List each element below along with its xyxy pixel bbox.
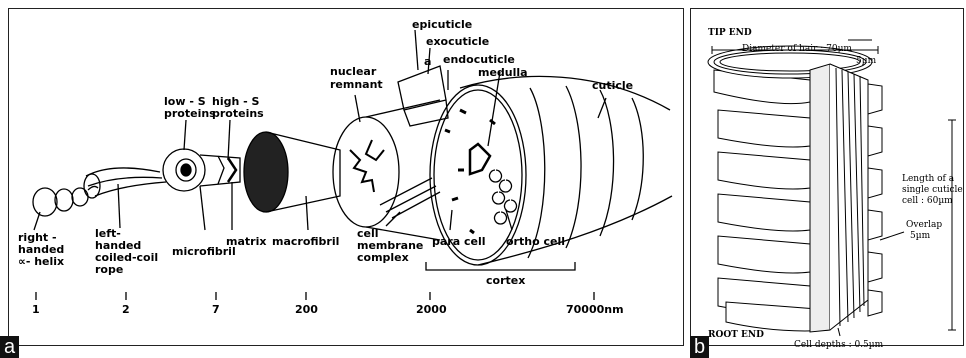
cuticle-scales: [528, 86, 643, 258]
label-highs-1: high - S: [212, 96, 259, 107]
overlap-leader: [880, 232, 904, 240]
label-right-handed-2: handed: [18, 244, 64, 255]
helix-coil-3: [72, 188, 88, 206]
rope-end: [84, 174, 100, 198]
helix-coil-2: [55, 189, 73, 211]
label-lows-2: proteins: [164, 108, 216, 119]
leader-epicuticle: [415, 30, 418, 70]
leader-macrofibril: [306, 196, 308, 230]
label-tip-end: TIP END: [708, 28, 752, 38]
cortex-bracket: [426, 262, 575, 270]
panel-letter-a: a: [0, 336, 19, 358]
scale-label-70000nm: 70000nm: [566, 304, 624, 315]
label-exocuticle: exocuticle: [426, 36, 489, 47]
label-medulla: medulla: [478, 67, 528, 78]
length-arrow: [948, 120, 956, 330]
helix-tail: [88, 186, 98, 190]
scale-4: [718, 194, 810, 231]
ortho-cells: [490, 170, 517, 224]
label-cuticle: cuticle: [592, 80, 633, 91]
leader-cmc: [386, 212, 400, 226]
label-nuclear-remnant-1: nuclear: [330, 66, 376, 77]
label-diameter: Diameter of hair : 70µm: [742, 44, 852, 54]
cuticle-layers-cutaway: [398, 66, 448, 126]
label-epicuticle: epicuticle: [412, 19, 472, 30]
label-ortho-cell: ortho cell: [506, 236, 565, 247]
leader-microfibril: [200, 186, 205, 230]
leader-nuclear: [355, 95, 360, 122]
label-cmc-2: membrane: [357, 240, 423, 251]
label-nuclear-remnant-2: remnant: [330, 79, 383, 90]
label-length-2: single cuticle: [902, 185, 963, 195]
label-cmc-3: complex: [357, 252, 409, 263]
leader-medulla: [488, 72, 500, 146]
label-highs-2: proteins: [212, 108, 264, 119]
scale-label-2: 2: [122, 304, 130, 315]
right-scale-6: [868, 290, 882, 316]
label-endocuticle: endocuticle: [443, 54, 515, 65]
cell-cone: [366, 100, 440, 240]
leader-cuticle: [598, 98, 606, 118]
leader-rope: [118, 184, 120, 228]
panel-letter-b: b: [690, 336, 709, 358]
fibre-bottom: [478, 196, 672, 265]
right-scale-1: [868, 84, 882, 114]
medulla-shape: [470, 144, 490, 174]
label-macrofibril: macrofibril: [272, 236, 339, 247]
label-root-end: ROOT END: [708, 330, 764, 340]
label-cortex: cortex: [486, 275, 525, 286]
scale-label-1: 1: [32, 304, 40, 315]
right-scale-4: [868, 210, 882, 240]
microfibril-core: [181, 164, 191, 176]
label-length-1: Length of a: [902, 174, 954, 184]
label-overlap-1: Overlap: [906, 220, 942, 230]
leader-paracell: [450, 210, 452, 230]
label-five-um: 5µm: [856, 56, 876, 66]
matrix-fold: [218, 156, 224, 184]
cut-section: [810, 64, 830, 332]
label-para-cell: para cell: [432, 236, 486, 247]
label-matrix: matrix: [226, 236, 266, 247]
scale-3: [718, 152, 810, 189]
leader-orthocell: [506, 210, 512, 230]
leader-lows: [184, 120, 186, 150]
scale-2: [718, 110, 810, 147]
label-cell-depths: Cell depths : 0.5µm: [794, 340, 883, 350]
nuclear-remnant-shape: [350, 140, 384, 192]
label-overlap-2: 5µm: [910, 231, 930, 241]
leader-highs: [228, 120, 230, 160]
right-scale-3: [868, 168, 882, 198]
macrofibril-disc: [244, 132, 288, 212]
panel-a-hair-hierarchy: epicuticle exocuticle endocuticle medull…: [0, 0, 690, 358]
depth-leader: [838, 328, 840, 336]
scale-label-200: 200: [295, 304, 318, 315]
rope-strand-1: [86, 168, 160, 176]
label-left-handed-4: rope: [95, 264, 123, 275]
label-right-handed-1: right -: [18, 232, 57, 243]
leader-helix: [34, 212, 40, 230]
scale-5: [718, 236, 810, 273]
label-cmc-1: cell: [357, 228, 379, 239]
rope-strand-3: [95, 182, 166, 196]
panel-b-cuticle-schematic: TIP END Diameter of hair : 70µm 5µm Leng…: [690, 0, 966, 358]
scale-label-7: 7: [212, 304, 220, 315]
label-left-handed-1: left-: [95, 228, 121, 239]
label-a-layer: a: [424, 56, 431, 67]
scale-ticks: [36, 292, 594, 300]
label-left-handed-3: coiled-coil: [95, 252, 158, 263]
right-scale-5: [868, 252, 882, 282]
label-length-3: cell : 60µm: [902, 196, 953, 206]
label-right-handed-3: ∝- helix: [18, 256, 64, 267]
matrix-dark: [228, 158, 236, 182]
label-left-handed-2: handed: [95, 240, 141, 251]
helix-coil-1: [33, 188, 57, 216]
scale-label-2000: 2000: [416, 304, 447, 315]
right-scale-2: [868, 126, 882, 156]
label-lows-1: low - S: [164, 96, 206, 107]
